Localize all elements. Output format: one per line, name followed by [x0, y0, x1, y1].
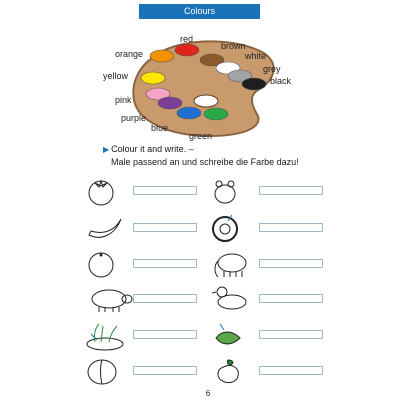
leaves-icon — [210, 320, 246, 357]
paint-blob-black — [241, 77, 267, 91]
label-black: black — [270, 76, 292, 86]
label-green: green — [189, 131, 213, 141]
label-orange: orange — [115, 49, 144, 59]
answer-box-right-3[interactable] — [259, 259, 323, 268]
instruction-english: Colour it and write. – — [111, 144, 194, 154]
answer-box-right-1[interactable] — [259, 186, 323, 195]
tyre-icon — [210, 213, 240, 248]
paint-blob-green — [203, 107, 229, 121]
paint-blob-orange — [149, 49, 175, 63]
orange-fruit-icon — [85, 249, 117, 284]
label-purple: purple — [121, 113, 147, 123]
answer-box-left-1[interactable] — [133, 186, 197, 195]
label-grey: grey — [263, 64, 281, 74]
duck-icon — [210, 284, 250, 319]
paint-blob-brown — [199, 53, 225, 67]
answer-box-right-6[interactable] — [259, 366, 323, 375]
answer-box-left-2[interactable] — [133, 223, 197, 232]
label-white: white — [245, 51, 267, 61]
answer-box-left-5[interactable] — [133, 330, 197, 339]
label-pink: pink — [115, 95, 132, 105]
frog-icon — [210, 176, 240, 211]
instruction-german: Male passend an und schreibe die Farbe d… — [111, 157, 299, 167]
plum-icon — [85, 356, 119, 391]
label-yellow: yellow — [103, 71, 129, 81]
answer-box-left-4[interactable] — [133, 294, 197, 303]
aubergine-icon — [210, 356, 244, 393]
label-brown: brown — [221, 41, 246, 51]
answer-box-left-6[interactable] — [133, 366, 197, 375]
page-number: 6 — [205, 389, 211, 398]
paint-blob-purple — [157, 96, 183, 110]
pig-icon — [85, 284, 135, 319]
tomato-icon — [85, 176, 117, 211]
instructions: ▶Colour it and write. – Male passend an … — [103, 143, 299, 168]
elephant-icon — [210, 249, 250, 284]
pond-icon — [85, 320, 125, 357]
paint-blob-pink — [145, 87, 171, 101]
answer-box-right-4[interactable] — [259, 294, 323, 303]
paint-blob-blue — [176, 106, 202, 120]
answer-box-left-3[interactable] — [133, 259, 197, 268]
label-red: red — [180, 34, 194, 44]
paint-palette-illustration: red brown white grey black orange yellow… — [0, 0, 416, 150]
palette-icon — [132, 40, 275, 138]
banana-icon — [85, 213, 125, 248]
paint-blob-yellow — [140, 71, 166, 85]
answer-box-right-2[interactable] — [259, 223, 323, 232]
answer-box-right-5[interactable] — [259, 330, 323, 339]
bullet-arrow-icon: ▶ — [103, 145, 110, 154]
label-blue: blue — [151, 123, 169, 133]
page-title: Colours — [139, 4, 260, 19]
paint-blob-grey — [227, 69, 253, 83]
paint-blob-red — [174, 43, 200, 57]
